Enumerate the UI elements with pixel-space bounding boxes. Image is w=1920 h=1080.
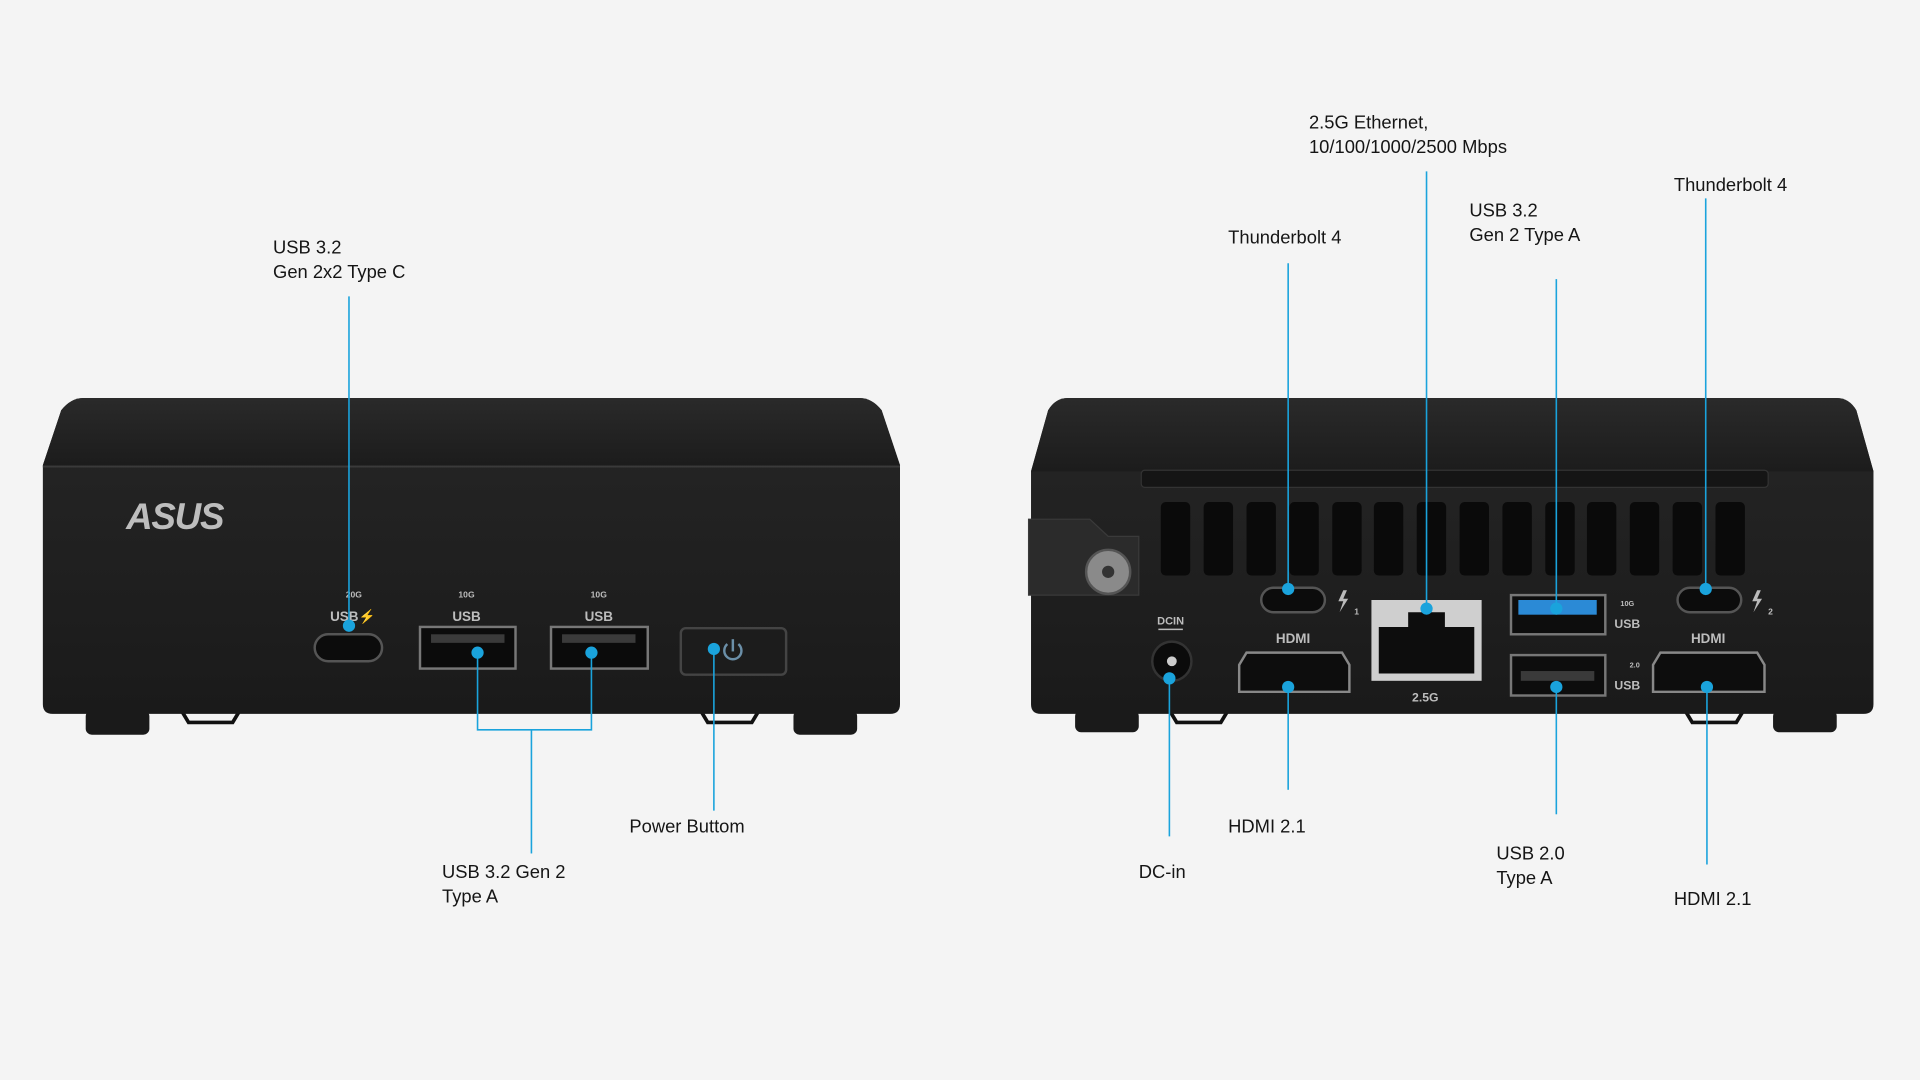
callout-usba: Type A xyxy=(442,885,499,906)
hdmi-port xyxy=(1237,651,1351,694)
port-label: 2 xyxy=(1768,607,1773,617)
thunderbolt-icon xyxy=(1752,590,1763,613)
port-label: HDMI xyxy=(1276,631,1310,646)
callout-usb20: Type A xyxy=(1496,867,1553,888)
callout-power: Power Buttom xyxy=(629,816,744,837)
port-label: 10G xyxy=(1620,599,1634,608)
port-label: USB xyxy=(1614,678,1640,692)
foot xyxy=(793,710,858,735)
handle xyxy=(179,709,242,725)
callout-ethernet: 2.5G Ethernet, xyxy=(1309,112,1428,133)
port-label: DCIN xyxy=(1157,615,1184,627)
port-label: 10G xyxy=(458,590,475,600)
asus-logo: ASUS xyxy=(125,496,225,537)
port-label: 10G xyxy=(591,590,608,600)
foot xyxy=(1773,710,1837,733)
callout-usbc: USB 3.2 xyxy=(273,236,341,257)
callout-usb20: USB 2.0 xyxy=(1496,843,1564,864)
handle xyxy=(698,709,761,725)
rear-device: 1 2 2.5G 10G USB 2.0 USB HDMI HDMI DCIN xyxy=(1027,397,1874,733)
usb-a-port xyxy=(418,625,517,670)
port-label: USB xyxy=(452,609,481,624)
callout-hdmi-left: HDMI 2.1 xyxy=(1228,816,1306,837)
front-callouts: USB 3.2 Gen 2x2 Type C USB 3.2 Gen 2 Typ… xyxy=(273,236,745,906)
port-label: USB xyxy=(585,609,614,624)
callout-hdmi-right: HDMI 2.1 xyxy=(1674,888,1752,909)
callout-usb32: Gen 2 Type A xyxy=(1469,224,1581,245)
hdmi-port xyxy=(1651,651,1766,694)
rear-callouts: 2.5G Ethernet, 10/100/1000/2500 Mbps Thu… xyxy=(1139,112,1787,909)
port-label: 2.0 xyxy=(1630,660,1640,669)
foot xyxy=(85,710,150,735)
chassis-top xyxy=(42,397,901,466)
thunderbolt-icon xyxy=(1338,590,1349,613)
foot xyxy=(1075,710,1139,733)
port-label: 2.5G xyxy=(1412,691,1439,705)
port-label: USB xyxy=(1614,617,1640,631)
callout-thunderbolt-right: Thunderbolt 4 xyxy=(1674,174,1787,195)
callout-usbc: Gen 2x2 Type C xyxy=(273,261,405,282)
callout-ethernet: 10/100/1000/2500 Mbps xyxy=(1309,136,1507,157)
vent-slots xyxy=(1160,502,1745,576)
power-icon xyxy=(723,639,743,661)
port-label: USB⚡ xyxy=(330,608,375,625)
usb-a-port xyxy=(549,625,649,670)
front-device: ASUS 20G USB⚡ 10G USB 10G USB xyxy=(42,397,901,735)
callout-usba: USB 3.2 Gen 2 xyxy=(442,861,566,882)
port-label: 20G xyxy=(346,590,363,600)
usb-c-port xyxy=(313,633,384,663)
chassis-top xyxy=(1031,397,1874,472)
port-label: HDMI xyxy=(1691,631,1725,646)
callout-usb32: USB 3.2 xyxy=(1469,200,1537,221)
callout-thunderbolt-left: Thunderbolt 4 xyxy=(1228,227,1341,248)
callout-dc-in: DC-in xyxy=(1139,861,1186,882)
port-label: 1 xyxy=(1354,607,1359,617)
